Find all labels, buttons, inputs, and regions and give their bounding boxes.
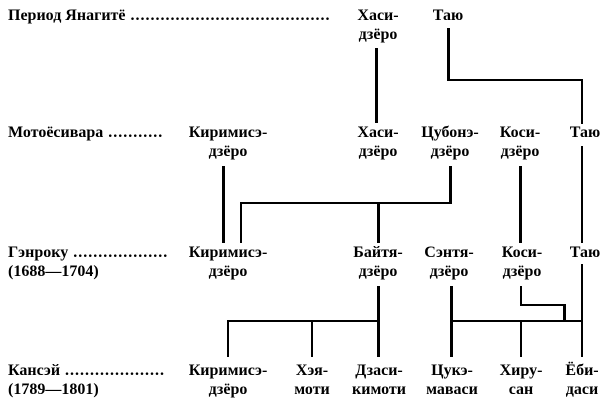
node-line2: маваси — [426, 381, 478, 398]
connector-line — [447, 28, 450, 81]
leader-dots: .................... — [60, 362, 166, 379]
node-tayu-row2: Таю — [570, 243, 601, 262]
node-line1: Дзаси- — [355, 362, 403, 379]
node-kosi-dzyoro-row2: Коси-дзёро — [502, 243, 542, 281]
leader-dots: ........... — [103, 124, 164, 141]
leader-dots: ........................................ — [125, 7, 331, 24]
connector-line — [520, 304, 566, 306]
connector-line — [581, 146, 583, 243]
connector-line — [519, 166, 522, 243]
leader-dots: ................... — [68, 244, 169, 261]
node-line1: Киримисэ- — [188, 362, 268, 379]
node-line2: дзёро — [430, 143, 470, 160]
node-line1: Сэнтя- — [424, 244, 474, 261]
node-line2: дзёро — [208, 381, 248, 398]
node-tsuke-mavasi-row3: Цукэ-маваси — [426, 361, 478, 399]
node-tsubone-dzyoro-row1: Цубонэ-дзёро — [421, 123, 478, 161]
node-line1: Киримисэ- — [188, 244, 268, 261]
node-yobi-dasi-row3: Ёби-даси — [565, 361, 598, 399]
period-name: Мотоёсивара — [8, 124, 104, 141]
node-line1: Коси- — [499, 124, 541, 141]
node-baitya-dzyoro-row2: Байтя-дзёро — [353, 243, 402, 281]
node-line2: сан — [508, 381, 534, 398]
period-label-yanagicho: Период Янагитё .........................… — [8, 6, 331, 25]
period-label-motoyoshiwara: Мотоёсивара ........... — [8, 123, 163, 142]
node-kirimise-dzyoro-row2: Киримисэ-дзёро — [189, 243, 268, 281]
node-line2: дзёро — [429, 263, 469, 280]
node-line2: моти — [294, 381, 330, 398]
period-label-genroku: Гэнроку ................... — [8, 243, 168, 262]
node-hasi-dzyoro-row1: Хаси-дзёро — [357, 123, 398, 161]
connector-line — [227, 320, 229, 357]
period-name: Гэнроку — [8, 244, 69, 261]
connector-line — [520, 320, 522, 357]
connector-line — [520, 286, 522, 306]
period-name: Период Янагитё — [8, 7, 126, 24]
node-heya-moti-row3: Хэя-моти — [294, 361, 330, 399]
node-sentya-dzyoro-row2: Сэнтя-дзёро — [424, 243, 474, 281]
node-line2: дзёро — [358, 143, 398, 160]
node-line1: Таю — [569, 124, 601, 141]
node-line2: дзёро — [358, 263, 398, 280]
node-line1: Хэя- — [295, 362, 329, 379]
node-kosi-dzyoro-row1: Коси-дзёро — [500, 123, 540, 161]
connector-line — [311, 320, 313, 357]
connector-line — [227, 320, 380, 322]
node-line1: Байтя- — [353, 244, 403, 261]
connector-line — [449, 166, 452, 204]
connector-line — [375, 48, 378, 123]
connector-line — [377, 202, 380, 243]
node-hasi-dzyoro-row0: Хаси-дзёро — [357, 6, 398, 44]
node-line1: Таю — [432, 7, 464, 24]
connector-line — [581, 264, 583, 357]
node-line1: Таю — [569, 244, 601, 261]
node-line2: дзёро — [502, 263, 542, 280]
connector-line — [240, 202, 452, 204]
connector-line — [563, 304, 566, 322]
connector-line — [240, 202, 242, 243]
node-dzasi-kimoti-row3: Дзаси-кимоти — [352, 361, 406, 399]
node-line2: дзёро — [500, 143, 540, 160]
node-line1: Хаси- — [357, 124, 399, 141]
node-line1: Хаси- — [357, 7, 399, 24]
node-line1: Киримисэ- — [188, 124, 268, 141]
node-line1: Ёби- — [565, 362, 599, 379]
node-line2: дзёро — [208, 143, 248, 160]
node-kirimise-dzyoro-row1: Киримисэ-дзёро — [189, 123, 268, 161]
node-line1: Хиру- — [499, 362, 543, 379]
node-hiru-san-row3: Хиру-сан — [500, 361, 543, 399]
node-line2: дзёро — [208, 263, 248, 280]
connector-line — [222, 166, 225, 243]
period-dates-kansei: (1789—1801) — [8, 381, 99, 398]
node-line2: дзёро — [358, 26, 398, 43]
period-label-kansei: Кансэй .................... — [8, 361, 165, 380]
node-tayu-row1: Таю — [570, 123, 601, 142]
connector-line — [450, 320, 583, 322]
node-line2: даси — [565, 381, 599, 398]
connector-line — [447, 79, 583, 81]
connector-line — [581, 79, 583, 124]
node-line1: Цубонэ- — [421, 124, 479, 141]
node-line2: кимоти — [352, 381, 406, 398]
node-line1: Цукэ- — [431, 362, 473, 379]
node-line1: Коси- — [501, 244, 543, 261]
node-kirimise-dzyoro-row3: Киримисэ-дзёро — [189, 361, 268, 399]
node-tayu-row0: Таю — [433, 6, 464, 25]
period-dates-genroku: (1688—1704) — [8, 263, 99, 280]
period-name: Кансэй — [8, 362, 61, 379]
